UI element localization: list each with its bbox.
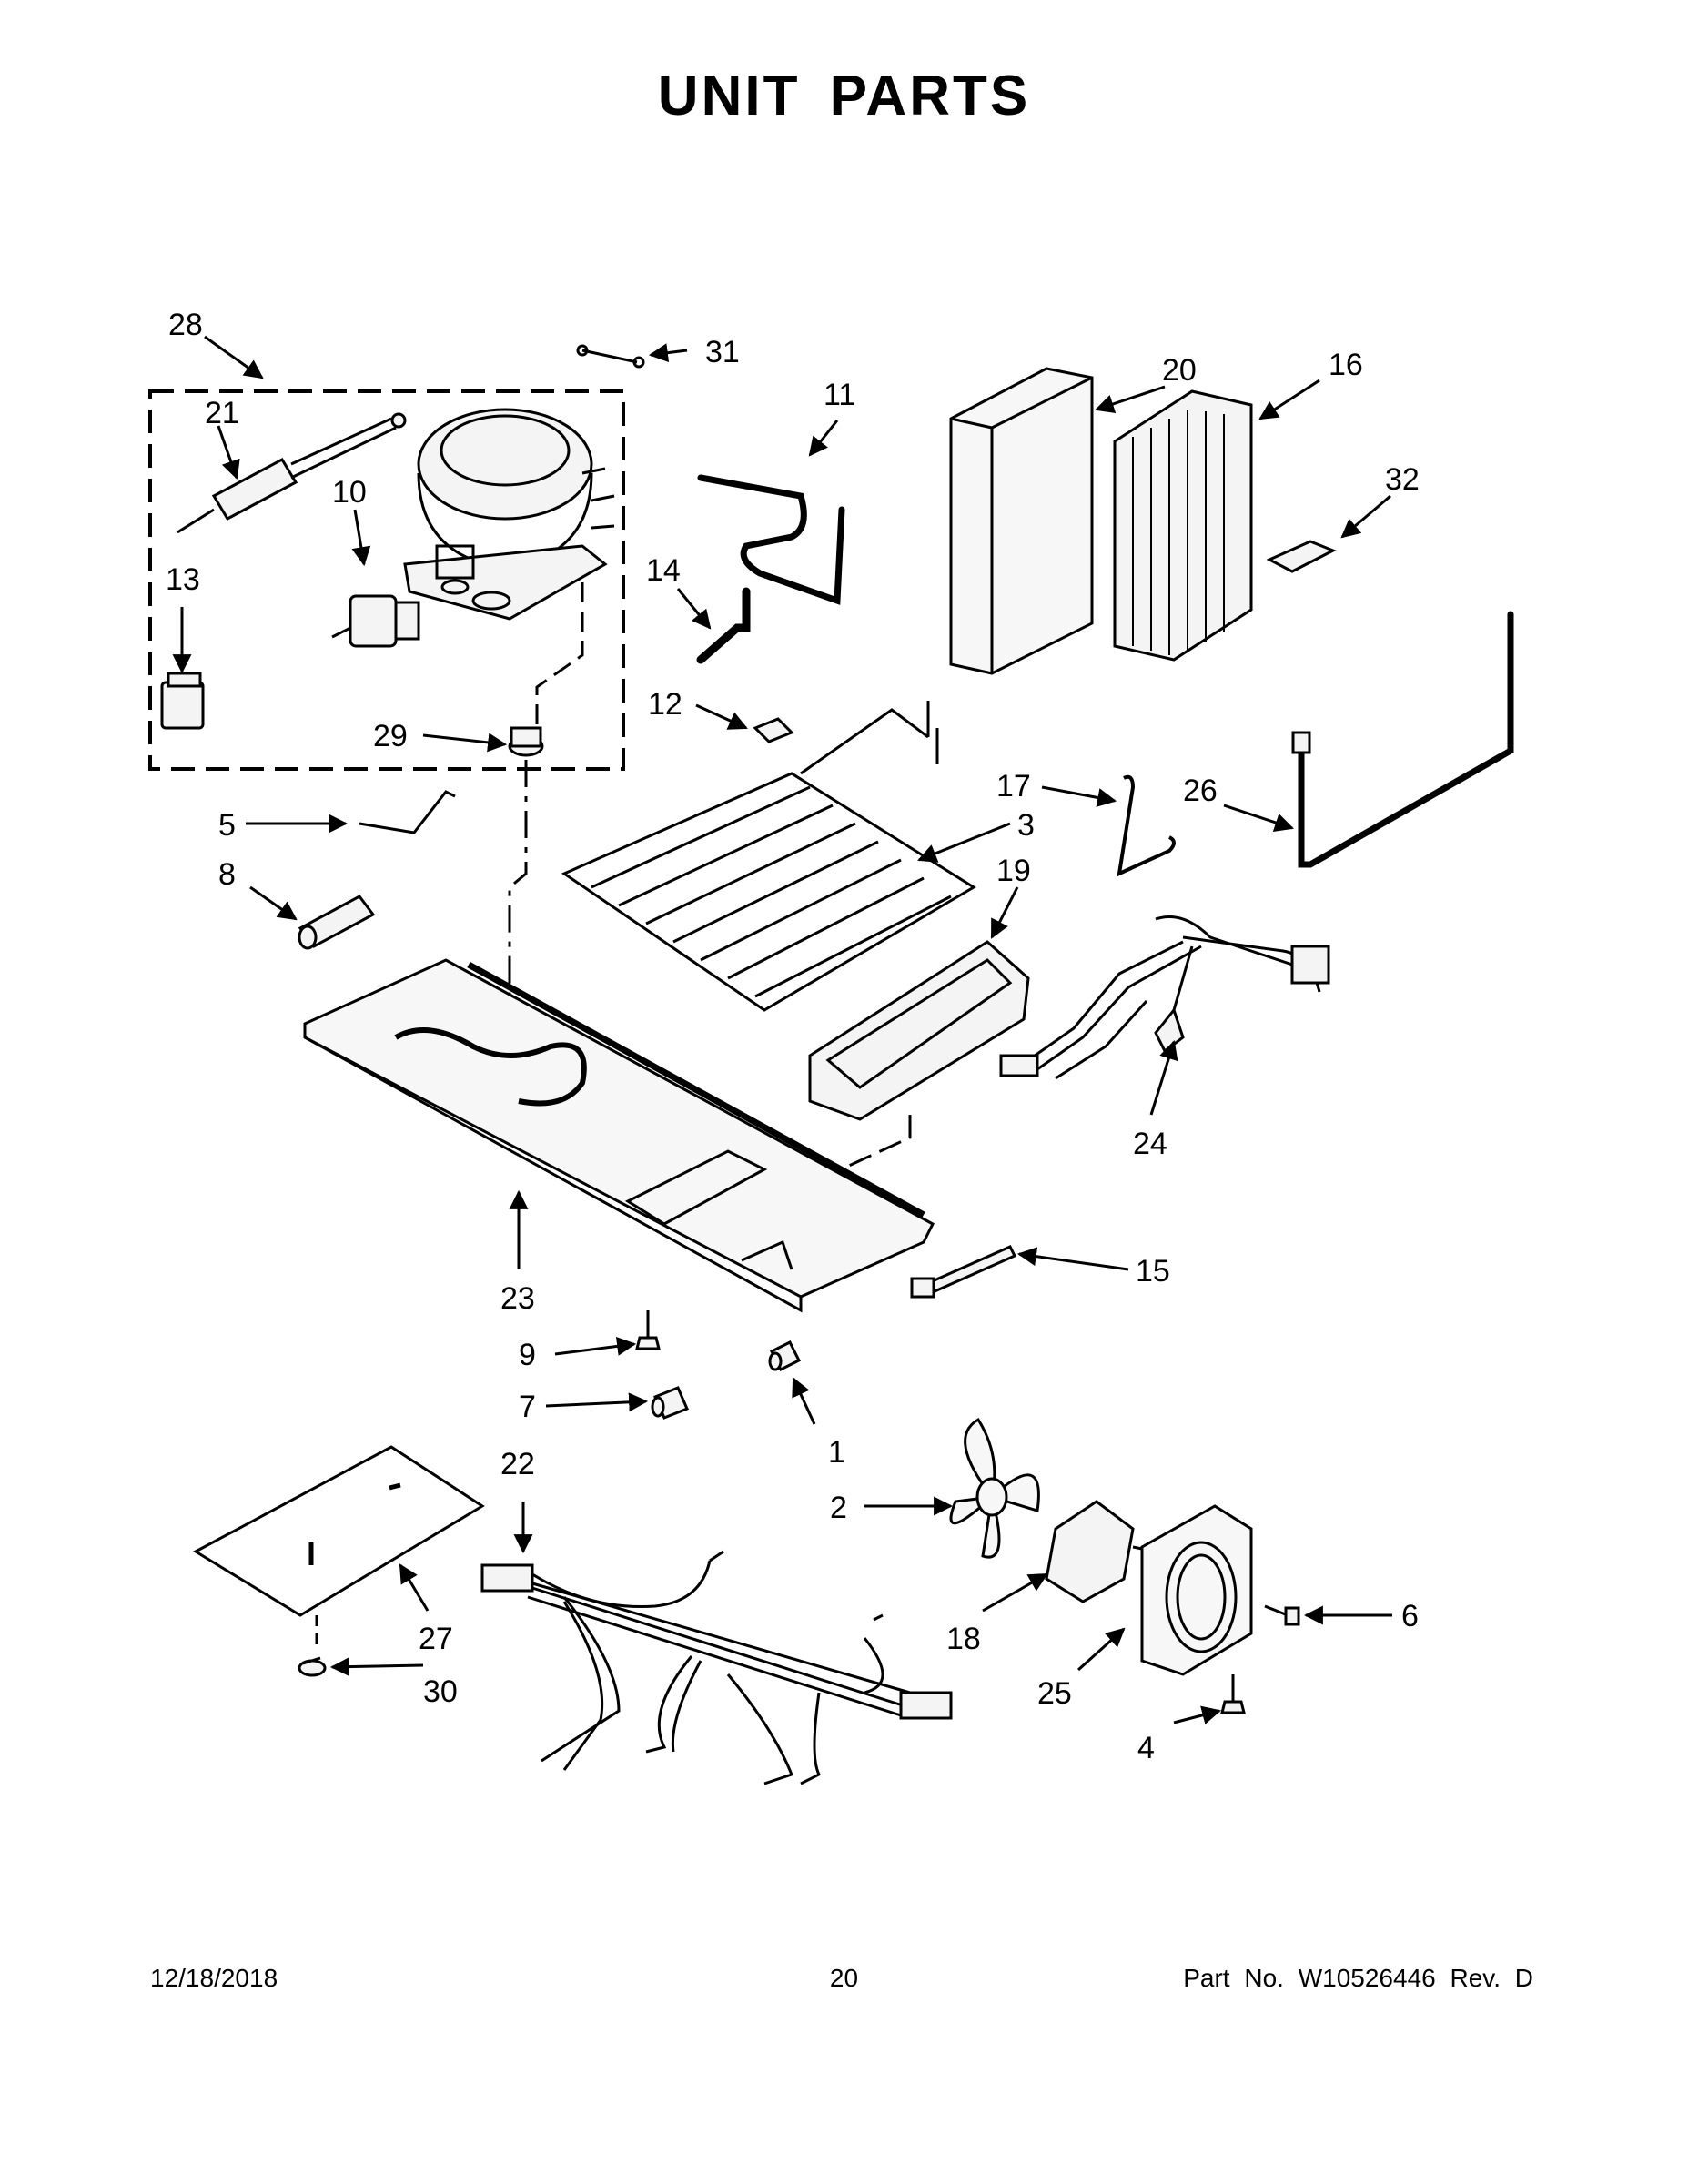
callout-10: 10	[332, 475, 367, 510]
callout-5: 5	[218, 808, 236, 843]
insulation-part-8	[298, 895, 376, 950]
callout-22: 22	[500, 1447, 535, 1481]
callout-25: 25	[1037, 1676, 1072, 1711]
footer-date: 12/18/2018	[150, 1964, 278, 1992]
fan-shroud-part	[1140, 1504, 1253, 1676]
callout-1: 1	[828, 1435, 845, 1470]
filter-drier-part	[177, 412, 407, 534]
callout-4: 4	[1137, 1731, 1155, 1765]
callout-13: 13	[166, 562, 200, 597]
callout-14: 14	[646, 553, 681, 588]
grommet-part	[508, 726, 544, 757]
compressor-wire	[535, 582, 584, 728]
assembly-line-compressor	[508, 760, 528, 1083]
screw-part-4	[1220, 1674, 1246, 1714]
sensor-connector	[1291, 731, 1311, 754]
callout-labels: 28 21 10 13 29 31 11 14 12 20 16 32 17 2…	[166, 308, 1420, 1765]
callout-3: 3	[1017, 808, 1035, 843]
sheet-part-27	[192, 1445, 485, 1617]
callout-16: 16	[1329, 348, 1363, 382]
base-plate-part	[303, 958, 935, 1313]
fan-motor-part	[1045, 1500, 1157, 1603]
callout-leaders	[172, 335, 1392, 1724]
callout-31: 31	[705, 335, 740, 369]
callout-6: 6	[1401, 1599, 1419, 1633]
clip-part-17	[1117, 774, 1176, 877]
spacer-part-1	[768, 1340, 802, 1372]
callout-27: 27	[419, 1622, 453, 1656]
callout-23: 23	[500, 1281, 535, 1316]
fan-blade-part	[949, 1417, 1040, 1559]
callout-28: 28	[168, 308, 203, 342]
screw-part-6	[1264, 1604, 1300, 1626]
callout-32: 32	[1385, 462, 1420, 497]
sensor-part-26	[1298, 611, 1514, 868]
condenser-coil-part	[1113, 389, 1253, 662]
callout-18: 18	[946, 1622, 981, 1656]
callout-24: 24	[1133, 1127, 1167, 1161]
overload-part	[160, 672, 205, 730]
wire-harness-24	[999, 915, 1330, 1080]
wire-part-5	[359, 790, 456, 834]
start-relay-part	[331, 594, 420, 648]
screw-part-9	[635, 1310, 661, 1350]
clip-part-30	[298, 1656, 327, 1677]
tube-part-11	[697, 474, 845, 605]
page-title: UNIT PARTS	[657, 65, 1031, 127]
callout-17: 17	[996, 769, 1031, 804]
callout-19: 19	[996, 854, 1031, 888]
callout-8: 8	[218, 857, 236, 892]
callout-2: 2	[830, 1491, 847, 1525]
callout-21: 21	[205, 396, 239, 430]
callout-20: 20	[1162, 353, 1197, 388]
callout-30: 30	[423, 1674, 458, 1709]
callout-29: 29	[373, 719, 408, 753]
pad-part-32	[1266, 540, 1337, 573]
callout-9: 9	[519, 1338, 536, 1372]
footer-part-number: Part No. W10526446 Rev. D	[1183, 1964, 1533, 1992]
footer-page-number: 20	[829, 1964, 859, 1992]
evaporator-part	[561, 701, 976, 1012]
callout-7: 7	[519, 1390, 536, 1424]
wire-harness-22	[480, 1550, 953, 1785]
drain-pan-part	[808, 940, 1030, 1121]
tube-part-14	[696, 587, 751, 664]
callout-12: 12	[648, 687, 682, 722]
condenser-shroud-part	[949, 367, 1094, 675]
callout-15: 15	[1136, 1254, 1170, 1289]
compressor-kit-box	[148, 389, 625, 771]
clip-part-12	[753, 717, 794, 743]
spacer-part-7	[651, 1386, 689, 1420]
cable-tie-part	[910, 1245, 1017, 1299]
compressor-part	[403, 408, 615, 621]
link-part-31	[576, 344, 645, 369]
callout-26: 26	[1183, 774, 1218, 808]
callout-11: 11	[824, 378, 855, 412]
